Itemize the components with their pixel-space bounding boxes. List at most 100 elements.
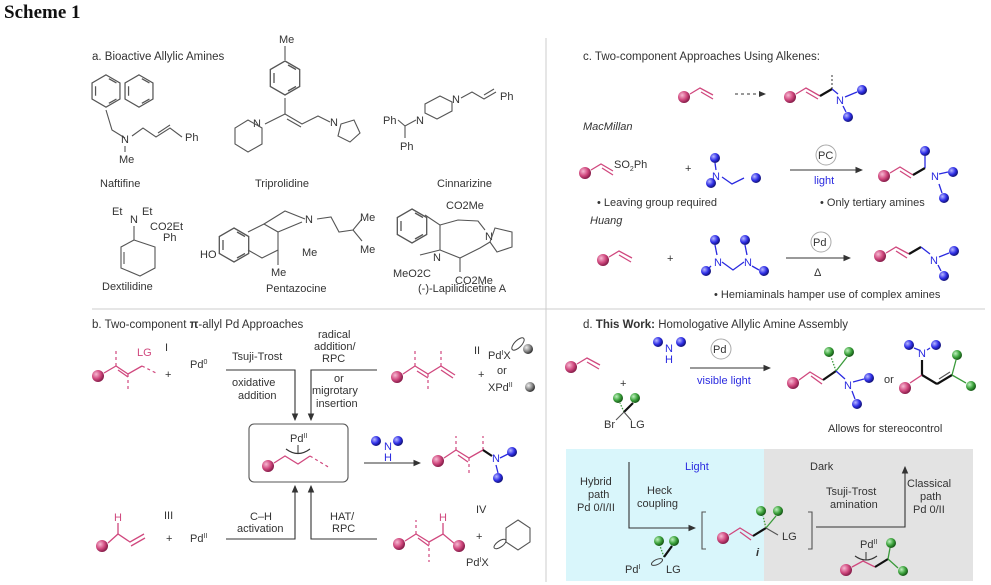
- svg-text:Pd 0/I/II: Pd 0/I/II: [577, 502, 615, 514]
- compound-name: Pentazocine: [266, 283, 327, 295]
- route-ii: radical addition/ RPC or migrotary inser…: [307, 329, 535, 422]
- svg-text:Me: Me: [119, 154, 134, 166]
- route-i: LG I + Pd0 Tsuji-Trost oxidative additio…: [92, 342, 299, 422]
- svg-text:• Only tertiary amines: • Only tertiary amines: [820, 197, 925, 209]
- svg-text:Pd: Pd: [813, 237, 826, 249]
- svg-text:N: N: [712, 171, 720, 183]
- svg-text:oxidative: oxidative: [232, 377, 275, 389]
- substituent-ball-icon: [391, 371, 403, 383]
- svg-text:HO: HO: [200, 249, 217, 261]
- svg-text:Me: Me: [360, 244, 375, 256]
- svg-text:or: or: [334, 373, 344, 385]
- svg-text:Pd0: Pd0: [190, 359, 207, 371]
- svg-text:PdII: PdII: [190, 533, 207, 545]
- svg-text:Ph: Ph: [400, 141, 413, 153]
- compound-name: Dextilidine: [102, 281, 153, 293]
- svg-text:Allows for stereocontrol: Allows for stereocontrol: [828, 423, 942, 435]
- svg-text:Pd 0/II: Pd 0/II: [913, 504, 945, 516]
- svg-text:Br: Br: [604, 419, 615, 431]
- route-iii: H III + PdII C–H activation: [96, 484, 299, 552]
- svg-text:CO2Me: CO2Me: [446, 200, 484, 212]
- svg-text:addition: addition: [238, 390, 277, 402]
- compound-cinnarizine: Ph Ph N N Ph Cinnarizine: [383, 88, 513, 190]
- svg-text:PdIX: PdIX: [488, 350, 511, 362]
- compound-pentazocine: HO N Me Me Me Me Pentazocine: [200, 210, 375, 295]
- svg-text:Tsuji-Trost: Tsuji-Trost: [232, 351, 282, 363]
- svg-text:N: N: [253, 118, 261, 130]
- svg-text:N: N: [452, 94, 460, 106]
- svg-text:RPC: RPC: [332, 523, 355, 535]
- svg-text:Ph: Ph: [185, 132, 198, 144]
- svg-text:N: N: [930, 255, 938, 267]
- pi-allyl-intermediate: PdII: [248, 423, 349, 483]
- compound-naftifine: N Me Ph Naftifine: [91, 74, 198, 190]
- svg-text:N: N: [665, 343, 673, 355]
- svg-text:H: H: [439, 512, 447, 524]
- svg-text:+: +: [478, 369, 484, 381]
- compound-name: Triprolidine: [255, 178, 309, 190]
- amination-step: N H N: [364, 436, 517, 483]
- svg-text:or: or: [497, 365, 507, 377]
- svg-text:Hybrid: Hybrid: [580, 476, 612, 488]
- svg-text:migrotary: migrotary: [312, 385, 358, 397]
- scheme-title: Scheme 1: [4, 2, 81, 23]
- compound-name: Naftifine: [100, 178, 140, 190]
- panel-c: c. Two-component Approaches Using Alkene…: [579, 51, 959, 301]
- svg-text:SO2Ph: SO2Ph: [614, 159, 647, 173]
- panel-a-title: a. Bioactive Allylic Amines: [92, 51, 225, 63]
- svg-text:LG: LG: [630, 419, 645, 431]
- panel-c-title: c. Two-component Approaches Using Alkene…: [583, 51, 820, 63]
- svg-text:PdI: PdI: [625, 564, 640, 576]
- svg-text:LG: LG: [782, 531, 797, 543]
- svg-text:i: i: [756, 547, 760, 559]
- svg-text:N: N: [714, 257, 722, 269]
- svg-text:+: +: [620, 378, 626, 390]
- svg-text:Ph: Ph: [500, 91, 513, 103]
- svg-text:HAT/: HAT/: [330, 511, 355, 523]
- svg-text:CO2Me: CO2Me: [455, 275, 493, 287]
- svg-text:+: +: [165, 369, 171, 381]
- mechanism-box: Light Dark Hybrid path Pd 0/I/II Heck co…: [566, 449, 973, 581]
- svg-text:N: N: [918, 348, 926, 360]
- svg-text:N: N: [130, 214, 138, 226]
- phenyl-radical-icon: [505, 519, 531, 551]
- svg-text:Heck: Heck: [647, 485, 673, 497]
- svg-text:MeO2C: MeO2C: [393, 268, 431, 280]
- svg-text:N: N: [433, 252, 441, 264]
- svg-text:+: +: [166, 533, 172, 545]
- svg-text:+: +: [685, 163, 691, 175]
- light-region: [566, 449, 764, 581]
- svg-text:N: N: [931, 171, 939, 183]
- orbital-icon: [650, 558, 664, 566]
- svg-text:Me: Me: [279, 34, 294, 46]
- huang-approach: Huang + N N Pd Δ N: [590, 215, 959, 301]
- catalyst-badge: [810, 231, 832, 253]
- svg-text:or: or: [884, 374, 894, 386]
- compound-triprolidine: Me N N Triprolidine: [234, 34, 361, 190]
- svg-text:PdII: PdII: [290, 433, 307, 445]
- svg-text:LG: LG: [666, 564, 681, 576]
- svg-text:N: N: [121, 134, 129, 146]
- svg-text:LG: LG: [137, 347, 152, 359]
- svg-text:I: I: [165, 342, 168, 354]
- svg-text:N: N: [305, 214, 313, 226]
- compound-name: Cinnarizine: [437, 178, 492, 190]
- svg-text:IV: IV: [476, 504, 487, 516]
- svg-text:path: path: [588, 489, 609, 501]
- svg-text:C–H: C–H: [250, 511, 272, 523]
- svg-text:Et: Et: [112, 206, 122, 218]
- svg-text:radical: radical: [318, 329, 350, 341]
- this-work-reaction: N H + Br LG Pd visible light N: [565, 337, 976, 435]
- svg-text:Pd: Pd: [713, 344, 726, 356]
- svg-text:Dark: Dark: [810, 461, 834, 473]
- compound-name: (-)-Lapilidicetine A: [418, 283, 507, 295]
- substituent-ball-icon: [92, 370, 104, 382]
- svg-text:PdIX: PdIX: [466, 557, 489, 569]
- general-transformation: N: [678, 75, 867, 122]
- orbital-icon: [511, 337, 525, 351]
- macmillan-approach: MacMillan SO2Ph + N PC light N: [579, 121, 958, 209]
- svg-text:CO2Et: CO2Et: [150, 221, 183, 233]
- svg-text:+: +: [667, 253, 673, 265]
- dark-region: [764, 449, 973, 581]
- svg-text:Me: Me: [302, 247, 317, 259]
